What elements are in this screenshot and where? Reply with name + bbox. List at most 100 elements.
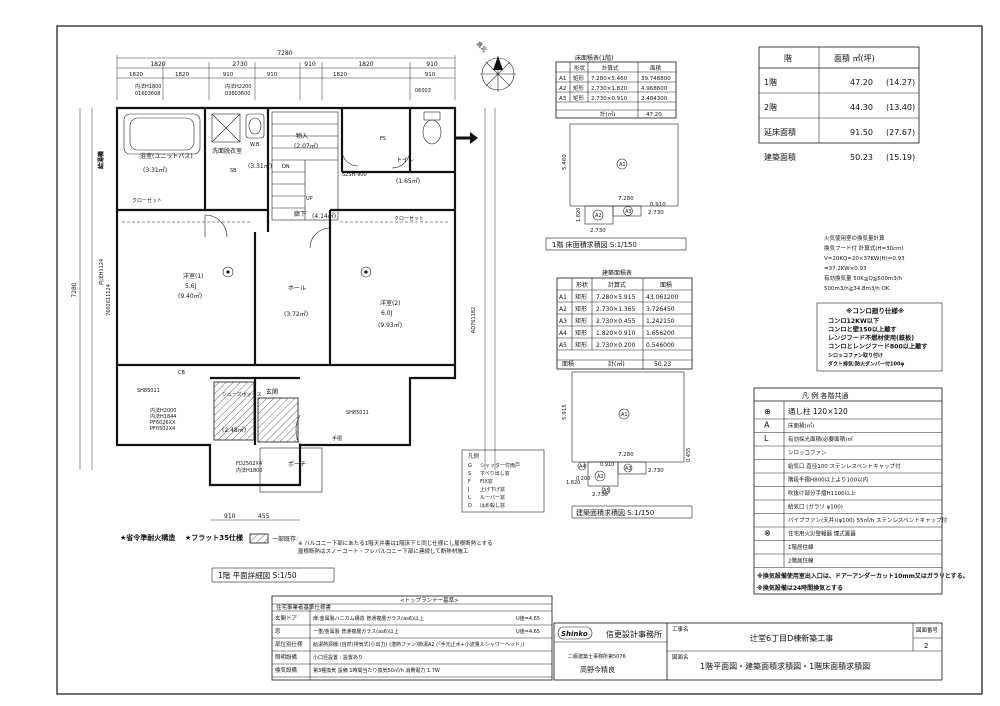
energy-row-label: 照明設備 — [275, 653, 298, 661]
building-total-prefix: 面積 — [562, 360, 574, 368]
building-dim: 2.730 — [592, 492, 608, 498]
building-cell-area: 1.656200 — [646, 330, 675, 337]
building-cell-shape: 矩形 — [575, 305, 587, 313]
building-cell-formula: 2.730×0.455 — [596, 318, 636, 325]
window-label: PF6026XX — [150, 420, 176, 426]
building-cell-formula: 7.280×5.915 — [596, 294, 636, 301]
room-name: ポーチ — [288, 460, 306, 468]
room-area: (9.40㎡) — [178, 292, 202, 300]
building-cell-shape: 矩形 — [575, 293, 587, 301]
building-dim: 0.455 — [686, 448, 692, 462]
dim-top-sub: 1820 — [175, 72, 189, 78]
building-caption: 建築面積求積図 S:1/150 — [576, 508, 654, 517]
floor1-caption: 1階 床面積求積図 S:1/150 — [552, 240, 637, 249]
window-label: SH85011 — [346, 410, 369, 416]
window-label: 給湯機 — [97, 151, 105, 169]
room-area: (1.65㎡) — [396, 177, 420, 185]
summary-floor: 2階 — [764, 102, 777, 112]
building-cell-id: A1 — [559, 294, 567, 301]
floor1-cell-shape: 矩形 — [573, 74, 585, 82]
room-area: (9.93㎡) — [378, 321, 402, 329]
dim-top-sub: 1820 — [333, 72, 347, 78]
konro-line: レンジフード不燃材使用(鉄板) — [828, 334, 914, 342]
floor1-cell-area: 2.484300 — [641, 96, 668, 102]
energy-row-spec: 扉:金属製ハニカム構造 普通複層ガラス(as6)以上 — [313, 615, 424, 622]
energy-row-label: 部位別仕様 — [275, 640, 303, 648]
legend-text: 有効採光面積(必要面積)㎡ — [788, 435, 853, 443]
window-label: 内法H1844 — [150, 413, 177, 420]
window-label: PF0502X4 — [150, 426, 175, 432]
building-diagram-label: A4 — [579, 464, 586, 470]
plan-label: W.B — [250, 142, 260, 148]
floor1-header: 形状 — [574, 64, 586, 72]
plan-legend-symbol: F — [468, 479, 471, 485]
floor1-cell-area: 4.968600 — [641, 86, 668, 92]
legend-text: 吹抜け部分手摺H1100以上 — [788, 489, 856, 497]
ventilation-line: V=20KQ=20×37KW(H)=0.93 — [824, 256, 905, 262]
room-area: (2.07㎡) — [294, 142, 318, 150]
summary-tsubo: (27.67) — [886, 128, 915, 137]
dim-top-total: 7280 — [277, 50, 292, 57]
dim-top-part: 910 — [304, 61, 316, 68]
plan-legend-symbol: J — [467, 487, 469, 493]
room-name: 洋室(2) — [380, 299, 401, 307]
plan-legend-text: 上げ下げ窓 — [480, 486, 505, 493]
plan-legend-text: ルーバー窓 — [480, 494, 505, 501]
building-diagram-label: A1 — [621, 412, 628, 418]
floor1-dim: 2.730 — [590, 228, 606, 234]
plan-legend-symbol: D — [468, 503, 472, 509]
legend-symbol: ⊕ — [764, 407, 771, 416]
window-label: 内法H1124 — [98, 259, 105, 286]
room-area: (3.31㎡) — [143, 166, 167, 174]
north-label: 真北 — [475, 40, 489, 54]
summary-floor: 建築面積 — [764, 152, 796, 162]
drawing-label: 図面名 — [672, 653, 689, 661]
energy-row-label: 窓 — [275, 627, 281, 635]
plan-label: FS — [380, 136, 386, 142]
building-total: 50.23 — [654, 361, 671, 368]
legend-symbol: L — [764, 434, 769, 443]
dim-top-part: 2730 — [232, 61, 247, 68]
floor1-cell-id: A1 — [559, 76, 566, 82]
building-cell-id: A4 — [559, 330, 567, 337]
building-dim: 7.280 — [618, 452, 634, 458]
ventilation-line: 火気使用室の換気量計算 — [824, 234, 885, 242]
floor1-cell-shape: 矩形 — [573, 84, 585, 92]
company-name: 信更設計事務所 — [606, 629, 662, 639]
summary-header: 階 — [784, 53, 792, 63]
building-cell-id: A3 — [559, 318, 567, 325]
room-name: 洋室(1) — [183, 272, 204, 280]
plan-label: CB — [178, 370, 185, 376]
floor1-cell-id: A2 — [559, 86, 566, 92]
floor1-cell-formula: 2.730×0.910 — [591, 96, 628, 102]
legend-text: 住宅用火災警報器 煙式置器 — [788, 530, 856, 538]
room-name: 洗面脱衣室 — [212, 147, 242, 155]
legend-text: 1階居住線 — [788, 543, 814, 551]
building-cell-id: A2 — [559, 306, 567, 313]
window-label: 内法H1800 — [135, 83, 162, 90]
energy-row-spec: 一重/金属製 普通複層ガラス(as6)以上 — [313, 628, 399, 635]
window-label: 06003 — [415, 88, 431, 94]
legend-symbol: ⊗ — [764, 529, 771, 538]
plan-legend-symbol: G — [468, 463, 472, 469]
room-name: ホール — [288, 285, 306, 292]
floor1-dim: 7.280 — [618, 196, 634, 202]
window-label: 7602611124 — [106, 284, 112, 316]
energy-row-label: 玄関ドア — [275, 614, 298, 622]
dim-top-part: 1820 — [358, 61, 373, 68]
ventilation-line: 500m3/h≧34.8m3/h OK — [824, 286, 890, 292]
room-name: シューズボックス — [222, 391, 262, 398]
legend-text: 2階居住線 — [788, 557, 814, 565]
legend-text: パイプファン(天井)(φ100) 55㎥/h ステンレスベントキャップ付 — [788, 516, 948, 524]
room-area: (3.72㎡) — [284, 310, 308, 318]
building-cell-formula: 2.730×1.365 — [596, 306, 636, 313]
building-dim: 0.200 — [576, 476, 590, 482]
floor1-header: 面積 — [650, 64, 662, 72]
floor1-diagram-label: A1 — [619, 162, 626, 168]
ventilation-line: 換気フード付 計算式(H=30cm) — [824, 244, 904, 252]
room-name: 浴室(ユニットバス) — [140, 152, 193, 160]
